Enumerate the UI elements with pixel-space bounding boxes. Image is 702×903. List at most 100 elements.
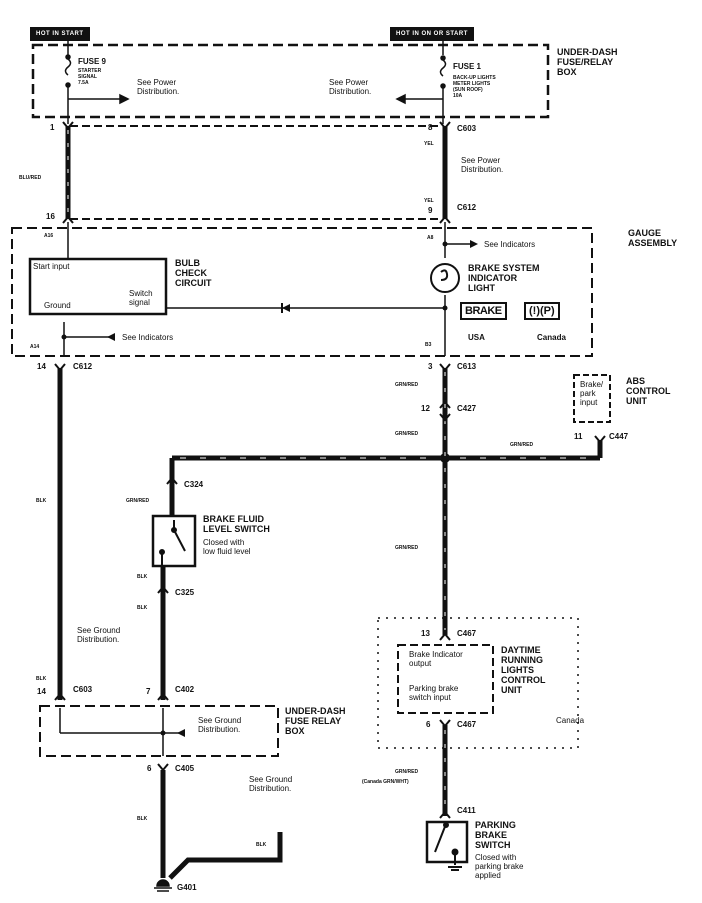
connector-c613-pin3 — [439, 363, 451, 372]
drl-park-input: Parking brake switch input — [409, 684, 459, 702]
pin-a14: A14 — [30, 344, 40, 350]
connector-c467-bottom-label: C467 — [457, 720, 477, 729]
connector-c411-label: C411 — [457, 806, 476, 815]
pin-13: 13 — [421, 629, 430, 638]
diode-icon — [281, 303, 290, 313]
drl-region-label: Canada — [556, 716, 585, 725]
wire-label-blk-left-1: BLK — [36, 498, 47, 504]
pin-16: 16 — [46, 212, 55, 221]
connector-c411 — [439, 810, 451, 819]
parking-brake-switch-desc: Closed with parking brake applied — [475, 853, 524, 880]
connector-c613-label: C613 — [457, 362, 477, 371]
brake-usa-symbol: BRAKE — [460, 302, 507, 320]
pin-11: 11 — [574, 432, 583, 441]
pin-b3: B3 — [425, 342, 432, 348]
switch-signal-label: Switch signal — [129, 289, 153, 307]
brake-fluid-switch-title: BRAKE FLUID LEVEL SWITCH — [203, 514, 270, 534]
connector-c612-bottom-label: C612 — [73, 362, 93, 371]
pin-8: 8 — [428, 123, 433, 132]
wire-label-grn-red-abs: GRN/RED — [510, 442, 534, 448]
gauge-assembly-label: GAUGE ASSEMBLY — [628, 228, 678, 248]
start-input-label: Start input — [33, 262, 70, 271]
wire-label-canada-grn-wht: (Canada GRN/WHT) — [362, 779, 409, 785]
brake-canada-symbol: (!)(P) — [524, 302, 560, 320]
pin-3: 3 — [428, 362, 433, 371]
see-power-mid: See Power Distribution. — [461, 156, 504, 174]
connector-c612-pin16 — [62, 215, 74, 224]
wire-label-grn-red-2: GRN/RED — [395, 431, 419, 437]
connector-c603-pin14 — [54, 692, 66, 701]
connector-c612-pin9 — [439, 215, 451, 224]
abs-unit-label: ABS CONTROL UNIT — [626, 376, 671, 406]
connector-c427-a — [439, 400, 451, 409]
wire-label-blu-red: BLU/RED — [19, 175, 42, 181]
connector-c405-label: C405 — [175, 764, 195, 773]
wire-label-blk-switch-1: BLK — [137, 574, 148, 580]
fuse-9-icon — [64, 40, 130, 124]
wire-label-blk-left-2: BLK — [36, 676, 47, 682]
header-hot-in-start: HOT IN START — [30, 27, 90, 41]
bulb-check-title: BULB CHECK CIRCUIT — [175, 258, 212, 288]
connector-c402 — [157, 692, 169, 701]
pin-12: 12 — [421, 404, 430, 413]
wire-label-blk-ground-2: BLK — [256, 842, 267, 848]
connector-c612-label: C612 — [457, 203, 477, 212]
wire-label-yel-top: YEL — [424, 141, 434, 147]
drl-unit-label: DAYTIME RUNNING LIGHTS CONTROL UNIT — [501, 645, 546, 695]
connector-c402-label: C402 — [175, 685, 195, 694]
ground-icon — [154, 879, 172, 892]
fuse-1-icon — [395, 40, 447, 124]
pin-7: 7 — [146, 687, 151, 696]
arrow-see-indicators-left — [107, 333, 115, 341]
pin-1: 1 — [50, 123, 55, 132]
parking-brake-switch-box — [425, 820, 469, 864]
abs-input-label: Brake/ park input — [580, 380, 604, 407]
ground-g401-label: G401 — [177, 883, 197, 892]
connector-c325 — [157, 585, 169, 594]
see-ground-1: See Ground Distribution. — [77, 626, 121, 644]
connector-c612-pin14 — [54, 363, 66, 372]
wire-label-grn-red-bottom: GRN/RED — [395, 769, 419, 775]
under-dash-box-top-outline — [31, 43, 550, 119]
under-dash-top-label: UNDER-DASH FUSE/RELAY BOX — [557, 47, 618, 77]
brake-fluid-switch-desc: Closed with low fluid level — [203, 538, 251, 556]
drl-region-outline — [377, 617, 579, 749]
bulb-check-box — [28, 257, 168, 316]
fuse-9-label: FUSE 9 — [78, 57, 107, 66]
see-indicators-left: See Indicators — [122, 333, 174, 342]
connector-c405 — [157, 763, 169, 772]
abs-unit-outline — [573, 374, 611, 423]
pin-a16: A16 — [44, 233, 54, 239]
connector-c325-label: C325 — [175, 588, 195, 597]
wire-blk-ground-branch — [168, 832, 283, 880]
pin-9: 9 — [428, 206, 433, 215]
connector-c603-bottom-label: C603 — [73, 685, 93, 694]
header-hot-in-on-or-start: HOT IN ON OR START — [390, 27, 474, 41]
fuse-1-label: FUSE 1 — [453, 62, 482, 71]
drl-unit-outline — [397, 644, 494, 714]
pin-6-c405: 6 — [147, 764, 152, 773]
connector-c324 — [166, 476, 178, 485]
parking-switch-contact-icon — [434, 822, 462, 871]
usa-label: USA — [468, 333, 485, 342]
brake-light-title: BRAKE SYSTEM INDICATOR LIGHT — [468, 263, 540, 293]
connector-c467-13 — [439, 632, 451, 641]
connector-c427-label: C427 — [457, 404, 477, 413]
see-power-left: See Power Distribution. — [137, 78, 180, 96]
fuse-1-desc: BACK-UP LIGHTS METER LIGHTS (SUN ROOF) 1… — [453, 75, 496, 99]
connector-c447 — [594, 435, 606, 444]
wire-label-grn-red-long: GRN/RED — [395, 545, 419, 551]
arrow-see-indicators-top — [470, 240, 478, 248]
see-power-right: See Power Distribution. — [329, 78, 372, 96]
connector-c603-pin8 — [439, 121, 451, 130]
wire-label-grn-red-c324: GRN/RED — [126, 498, 150, 504]
pin-a8: A8 — [427, 235, 434, 241]
drl-brake-output: Brake Indicator output — [409, 650, 463, 668]
pin-14-c603: 14 — [37, 687, 46, 696]
see-ground-3: See Ground Distribution. — [249, 775, 293, 793]
connector-c603-pin1 — [62, 121, 74, 130]
bulb-icon — [430, 263, 460, 293]
see-indicators-top: See Indicators — [484, 240, 536, 249]
connector-c447-label: C447 — [609, 432, 629, 441]
connector-c467-6 — [439, 719, 451, 728]
